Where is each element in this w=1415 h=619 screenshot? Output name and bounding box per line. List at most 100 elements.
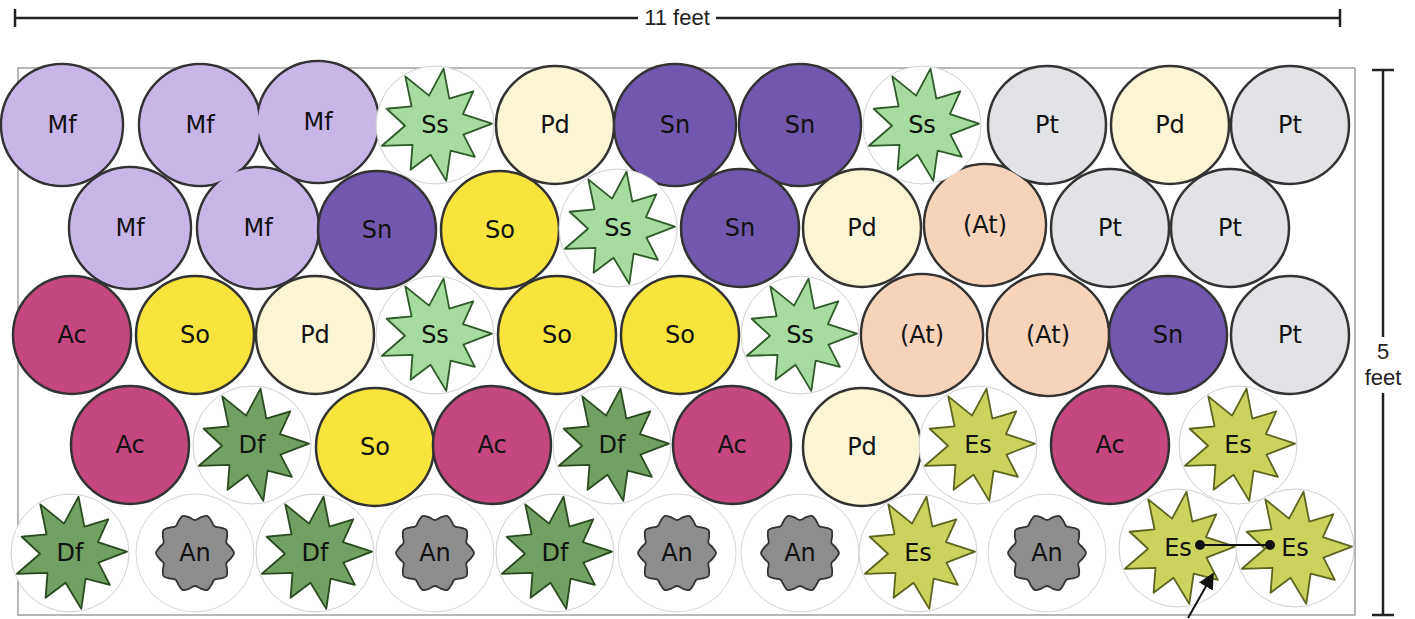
spacing-ring xyxy=(496,494,614,612)
dimension-label: 11 feet xyxy=(638,5,716,31)
plant-circle: An xyxy=(135,493,255,613)
foliage-shape xyxy=(1125,492,1235,604)
plant-circle: Es xyxy=(1178,385,1298,505)
spacing-ring xyxy=(376,494,494,612)
foliage-shape xyxy=(17,497,127,609)
plant-fill xyxy=(621,276,739,394)
plant-circle: Ss xyxy=(375,275,495,395)
plant-code: Ss xyxy=(786,321,814,349)
spacing-ring xyxy=(1119,489,1237,607)
foliage-shape xyxy=(1242,492,1352,604)
plant-code: Mf xyxy=(47,111,76,139)
plant-fill xyxy=(681,169,799,287)
foliage-shape xyxy=(1185,389,1295,501)
merged-outline xyxy=(197,167,319,289)
plant-code: Es xyxy=(1224,431,1252,459)
plant-fill xyxy=(926,166,1045,285)
plant-circle: Pd xyxy=(495,65,615,185)
plant-code: Df xyxy=(239,431,266,459)
plant-fill xyxy=(318,171,436,289)
foliage-shape xyxy=(382,279,492,391)
foliage-shape xyxy=(396,516,474,590)
plant-circle: Es xyxy=(918,385,1038,505)
foliage-shape xyxy=(1008,516,1086,590)
spacing-ring xyxy=(618,494,736,612)
plant-fill xyxy=(199,169,318,288)
spacing-ring xyxy=(256,494,374,612)
plant-circle: Ac xyxy=(672,385,792,505)
foliage-shape xyxy=(761,516,839,590)
plant-code: Ss xyxy=(421,321,449,349)
spacing-ring xyxy=(553,386,671,504)
spacing-ring xyxy=(559,169,677,287)
merged-outline xyxy=(69,167,191,289)
dimension-label: 5 feet xyxy=(1357,337,1409,393)
plant-fill xyxy=(256,276,374,394)
plant-code: Pt xyxy=(1278,321,1302,349)
foliage-shape xyxy=(865,497,975,609)
plant-circle: Df xyxy=(552,385,672,505)
foliage-shape xyxy=(747,279,857,391)
plant-code: Mf xyxy=(185,111,214,139)
plant-circle: Df xyxy=(255,493,375,613)
plant-code: So xyxy=(485,216,515,244)
foliage-shape xyxy=(156,516,234,590)
plant-fill xyxy=(673,386,791,504)
plant-code: Sn xyxy=(725,214,755,242)
plant-circle: Pt xyxy=(1050,168,1170,288)
spacing-ring xyxy=(1236,489,1354,607)
plant-circle: Df xyxy=(10,493,130,613)
plant-code: Pd xyxy=(540,111,570,139)
merged-outline xyxy=(614,64,736,186)
plant-fill xyxy=(989,276,1108,395)
merged-outline xyxy=(1,64,123,186)
plant-code: An xyxy=(419,539,451,567)
foliage-shape xyxy=(382,69,492,181)
plant-circle: Ss xyxy=(558,168,678,288)
plant-code: Df xyxy=(599,431,626,459)
merged-outline xyxy=(924,164,1046,286)
plant-code: Es xyxy=(1281,534,1309,562)
plant-circle: An xyxy=(617,493,737,613)
plant-fill xyxy=(803,388,921,506)
plant-fill xyxy=(3,66,122,185)
merged-outline xyxy=(861,274,983,396)
plant-code: Sn xyxy=(362,216,392,244)
plant-circle: Es xyxy=(858,493,978,613)
plant-code: So xyxy=(360,433,390,461)
plant-code: Df xyxy=(302,539,329,567)
spacing-ring xyxy=(193,386,311,504)
plant-circle: Sn xyxy=(1108,275,1228,395)
plant-code: An xyxy=(1031,539,1063,567)
plant-circle: (At) xyxy=(925,165,1045,285)
plant-circle: Mf xyxy=(258,62,378,182)
plant-circle: Sn xyxy=(740,65,860,185)
plant-circle: Pd xyxy=(255,275,375,395)
foliage-shape xyxy=(199,389,309,501)
plant-fill xyxy=(1231,276,1349,394)
plant-circle: (At) xyxy=(988,275,1108,395)
foliage-shape xyxy=(565,172,675,284)
plant-circle: Ss xyxy=(375,65,495,185)
plant-code: An xyxy=(661,539,693,567)
plant-circle: Ac xyxy=(70,385,190,505)
spacing-ring xyxy=(376,66,494,184)
plant-circle: Ss xyxy=(740,275,860,395)
plant-code: Pd xyxy=(847,433,877,461)
foliage-shape xyxy=(502,497,612,609)
plant-fill xyxy=(141,66,260,185)
plant-code: Pt xyxy=(1035,111,1059,139)
plant-fill xyxy=(136,276,254,394)
plant-fill xyxy=(1051,169,1169,287)
plant-code: Sn xyxy=(785,111,815,139)
plant-code: Es xyxy=(904,539,932,567)
plant-fill xyxy=(863,276,982,395)
plant-circle: Ac xyxy=(1050,385,1170,505)
plant-circle: (At) xyxy=(862,275,982,395)
plant-circle: So xyxy=(497,275,617,395)
plant-code: Ss xyxy=(604,214,632,242)
plant-circle: Pt xyxy=(1230,275,1350,395)
plant-circle: Mf xyxy=(70,168,190,288)
plant-code: Mf xyxy=(115,214,144,242)
